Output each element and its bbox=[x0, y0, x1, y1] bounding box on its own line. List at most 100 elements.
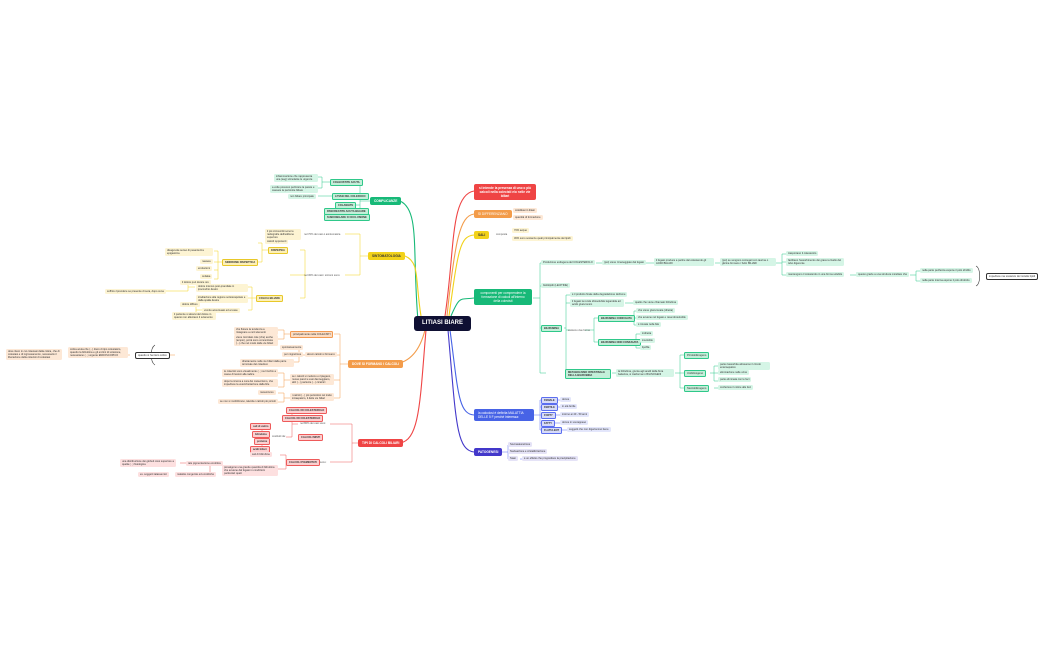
item-lipidi: 30% sono sostanze quali principalmente d… bbox=[512, 236, 573, 242]
node-ripiegano[interactable]: se i calcoli si mettono e ripiegano, nuo… bbox=[290, 374, 334, 386]
item-flatulent[interactable]: FLATULENT bbox=[541, 427, 563, 435]
label-70-asintomatica: nel 70% dei casi è asintomatica bbox=[304, 233, 341, 236]
label-due-forme: esistono due forme bbox=[568, 329, 591, 332]
note-colecistite-2: a volte possono perforare la parete e ca… bbox=[270, 185, 318, 194]
node-occlusione[interactable]: SUBCOBILARE O OCCLUSIONE bbox=[324, 214, 370, 222]
node-calcoli-pigmentati[interactable]: CALCOLI PIGMENTATI bbox=[286, 459, 320, 467]
note-sali-biliari: (poi) se vengono coniugati con taurina o… bbox=[720, 258, 776, 267]
node-bilirubina-coniugata[interactable]: BILIRUBINA CONIUGATA bbox=[598, 315, 635, 323]
node-pirrolobilinogeno[interactable]: Pirrolobilinogeno bbox=[684, 352, 710, 360]
note-talassemici: es. soggetti talassemici bbox=[138, 472, 169, 478]
note-calcoli-opponenti: calcoli opponenti bbox=[265, 239, 289, 245]
node-stercobilinogeno[interactable]: Stercobilinogeno bbox=[684, 385, 710, 393]
node-sali[interactable]: SALI bbox=[474, 231, 490, 239]
node-bilirubina-non-coniugata[interactable]: BILIRUBINA NON CONIUGATA bbox=[598, 339, 642, 347]
note-ristagnare: che fluisce la tendenza a ristagnare a c… bbox=[234, 327, 278, 336]
node-tipi-calcoli[interactable]: TIPI DI CALCOLI BILIARI bbox=[358, 439, 404, 447]
node-litiasi-coledoco[interactable]: LITIASI DEL COLEDOCO bbox=[332, 193, 369, 201]
node-colica-biliare[interactable]: COLICA BILIARE bbox=[256, 295, 283, 303]
root-node[interactable]: LITIASI BIARE bbox=[414, 316, 472, 331]
note-irradiazione: irradiazione alla regione sottoscapolare… bbox=[196, 295, 248, 304]
item-quantita: quantità di formazione bbox=[513, 215, 543, 221]
note-sali-bilirubina: sali di bilirubina bbox=[250, 452, 272, 458]
node-dove-si-formano[interactable]: DOVE SI FORMANO I CALCOLI bbox=[348, 360, 404, 368]
note-lesioni: le colecisti sono visualmente (...) sul … bbox=[222, 369, 278, 378]
note-spontaneamente: spontaneamente bbox=[280, 345, 304, 351]
note-litiasi-coledoco: non biliare principale bbox=[288, 194, 316, 200]
label-30-sintomi: nel 30% dei casi i sintomi sono: bbox=[304, 274, 341, 277]
node-complicanze[interactable]: COMPLICANZE bbox=[370, 197, 402, 205]
note-colecistite-1: infiammazione che rappresenta una (seg) … bbox=[274, 174, 318, 183]
item-resa-idrosolubile: che avviene nel fegato e resa idrosolubi… bbox=[636, 315, 688, 321]
note-migrazione: per migrazione bbox=[282, 352, 304, 358]
note-sovrappeso: donne in sovrappeso bbox=[560, 420, 589, 426]
node-calcoli-misti[interactable]: CALCOLI MISTI bbox=[298, 434, 324, 442]
node-colecistite-acuta[interactable]: COLECISTITE ACUTA bbox=[330, 179, 363, 187]
item-fertile[interactable]: FERTILE bbox=[541, 404, 558, 412]
note-urine: eliminazione nelle urine bbox=[718, 370, 750, 376]
note-digeriscono: soggetti che non digeriscono bene bbox=[567, 427, 611, 433]
node-metabolismo-intestinale[interactable]: METABOLISMO INTESTINALE DELLA BILIRUBINA bbox=[565, 369, 611, 380]
note-struttura-micellare-label: questo grazie a una struttura micellare … bbox=[856, 272, 910, 278]
note-40-50: intorno ai 40 - 50 anni bbox=[560, 412, 590, 418]
label-composta: composta bbox=[496, 233, 508, 236]
item-polo-idrofilo: nella parte periferica espone il polo id… bbox=[920, 268, 973, 274]
note-dopo-cena: soffrire riprendere se presente di sera,… bbox=[105, 289, 166, 295]
note-dolore-intenso: dolore intenso post-prandiale in ipocond… bbox=[196, 284, 248, 293]
note-viene-chiamato: quello che viene chiamato bilirubina bbox=[633, 300, 679, 306]
note-eta-fertile: in età fertile bbox=[560, 404, 578, 410]
node-pericolosi[interactable]: i calcoli (...) più pericolosi nel tratt… bbox=[290, 393, 334, 402]
node-si-differenziano[interactable]: SI DIFFERENZIANO bbox=[474, 210, 512, 218]
item-fatty[interactable]: FATTY bbox=[541, 420, 556, 428]
node-impedisce[interactable]: impedisce ma sostanze del micelle lipidi bbox=[986, 273, 1038, 281]
node-calcoli-colesterolo[interactable]: CALCOLI DI COLESTEROLO bbox=[286, 407, 328, 415]
node-calcoli-colesterolo-2[interactable]: CALCOLI DI COLESTEROLO bbox=[282, 415, 324, 423]
note-parte-terminale: direttamente nelle vie biliari dalla par… bbox=[240, 359, 294, 368]
item-colelitiasi: colelitiasi in litiasi bbox=[513, 208, 537, 214]
node-definizione[interactable]: si intende la presenza di uno o più calc… bbox=[474, 184, 536, 200]
item-forty[interactable]: FORTY bbox=[541, 412, 556, 420]
item-lipofila: lipofila bbox=[640, 345, 652, 351]
note-donne: donne bbox=[560, 397, 572, 403]
node-fosfolipidi[interactable]: fosfolipidi (LECITINE) bbox=[541, 283, 570, 289]
node-urobilinogeno[interactable]: Urobilinogeno bbox=[684, 370, 707, 378]
item-polo-idrofobo: nella parte interna espone il polo idrof… bbox=[920, 278, 972, 284]
item-glucuronata: che viene glucuronata (diretta) bbox=[636, 308, 676, 314]
node-sindrome-dispeptica[interactable]: SINDROME DISPEPTICA bbox=[222, 259, 259, 267]
item-indiretta: indiretta bbox=[640, 331, 654, 337]
note-acidi-biliari: il fegato produce a partire dal colester… bbox=[654, 258, 714, 267]
note-feci: parte eliminata con le feci bbox=[718, 377, 752, 383]
node-bilirubina[interactable]: BILIRUBINA bbox=[541, 325, 562, 333]
item-assorbimento: facilitano l'assorbimento dei grassi a l… bbox=[786, 258, 844, 267]
node-colesterolo-endogeno[interactable]: Produzione endogena del COLESTEROLO bbox=[541, 260, 595, 266]
note-degradazione-eme: è il prodotto finale della degradazione … bbox=[570, 292, 628, 298]
node-dispepsia[interactable]: DISPEPSIA bbox=[268, 247, 288, 255]
label-80-casi: nel 80% dei casi sono: bbox=[300, 422, 326, 425]
node-pigmentazione-emolitica: tale pigmentazione emolitica bbox=[186, 461, 223, 467]
note-colore-feci: conferisce il colore alle feci bbox=[718, 385, 753, 391]
node-patogenesi[interactable]: PATOGENESI bbox=[474, 448, 503, 456]
node-componenti[interactable]: componenti per comprendere la formazione… bbox=[474, 289, 532, 305]
note-dolore-diffuso: dolore diffuso bbox=[180, 302, 200, 308]
note-vomito: vomito accentuato ed a tosse bbox=[202, 308, 240, 314]
item-nucleazione: Nucleazione e cristallizzazione bbox=[508, 449, 548, 455]
note-concentrata: viene ricordato cole (che) anche (ampio)… bbox=[234, 335, 278, 347]
node-ittero-colico[interactable]: quando si ha ittero colico bbox=[135, 352, 170, 360]
item-sali-calcio: sali di calcio bbox=[250, 423, 272, 431]
item-proteine: proteine bbox=[254, 438, 271, 446]
note-ittero-colestatico: colica acuta che (...) ittero di tipo co… bbox=[68, 347, 128, 359]
note-bilinogeni: la bilirubina, giunta agli anelli della … bbox=[616, 369, 674, 378]
item-female[interactable]: FEMALE bbox=[541, 397, 558, 405]
note-idrosolubile: il fegato la rende idrosolubile legandol… bbox=[570, 299, 624, 308]
note-grande-quantita: prevalgono una grande quantità di biliru… bbox=[222, 465, 278, 477]
note-meteorismo: meteorismo bbox=[258, 390, 276, 396]
node-sintomatologia[interactable]: SINTOMATOLOGIA bbox=[368, 252, 405, 260]
node-colecisti[interactable]: principalmente nella COLECISTI bbox=[290, 331, 334, 339]
node-malattie-congenite: malattie congenite ed emolitiche bbox=[175, 472, 217, 478]
note-liberazione: dove ittero in cui colestasi dalla colic… bbox=[6, 349, 62, 361]
node-malattia-5f[interactable]: la calcolosi è definita MALATTIA DELLE 5… bbox=[474, 409, 534, 421]
node-alcuni-calcoli[interactable]: alcuni calcoli si formano: bbox=[305, 352, 338, 358]
note-globuli-rossi: una distribuzione dei globuli rossi supe… bbox=[120, 459, 176, 468]
